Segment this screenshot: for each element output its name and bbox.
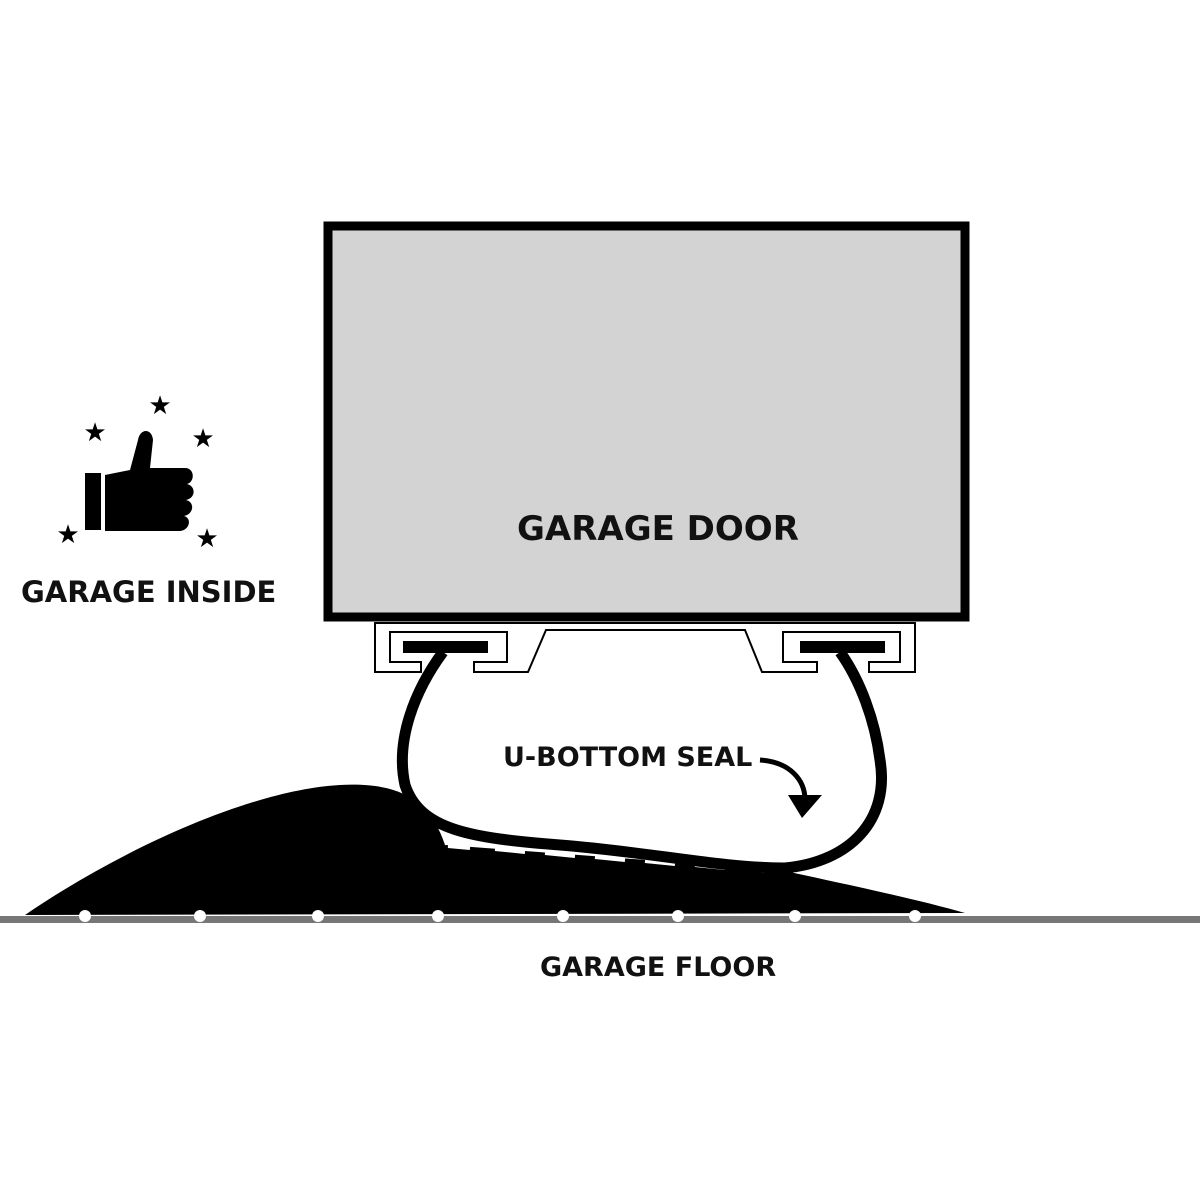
svg-text:★: ★ bbox=[83, 418, 106, 448]
svg-text:★: ★ bbox=[148, 391, 171, 421]
curved-arrow-icon bbox=[759, 757, 822, 818]
star-icons: ★ ★ ★ ★ ★ bbox=[56, 391, 218, 554]
u-bottom-seal-label: U-BOTTOM SEAL bbox=[503, 742, 753, 773]
svg-text:★: ★ bbox=[191, 424, 214, 454]
floor-dots bbox=[79, 910, 921, 922]
seal-retainer bbox=[374, 622, 916, 673]
garage-door-label: GARAGE DOOR bbox=[517, 509, 799, 549]
garage-floor-line bbox=[0, 916, 1200, 923]
garage-inside-label: GARAGE INSIDE bbox=[21, 575, 277, 609]
garage-floor-label: GARAGE FLOOR bbox=[540, 952, 777, 983]
u-bottom-seal bbox=[396, 641, 887, 880]
svg-text:★: ★ bbox=[56, 520, 79, 550]
garage-door bbox=[323, 221, 970, 622]
thumbs-up-icon bbox=[85, 431, 194, 531]
svg-text:★: ★ bbox=[195, 524, 218, 554]
